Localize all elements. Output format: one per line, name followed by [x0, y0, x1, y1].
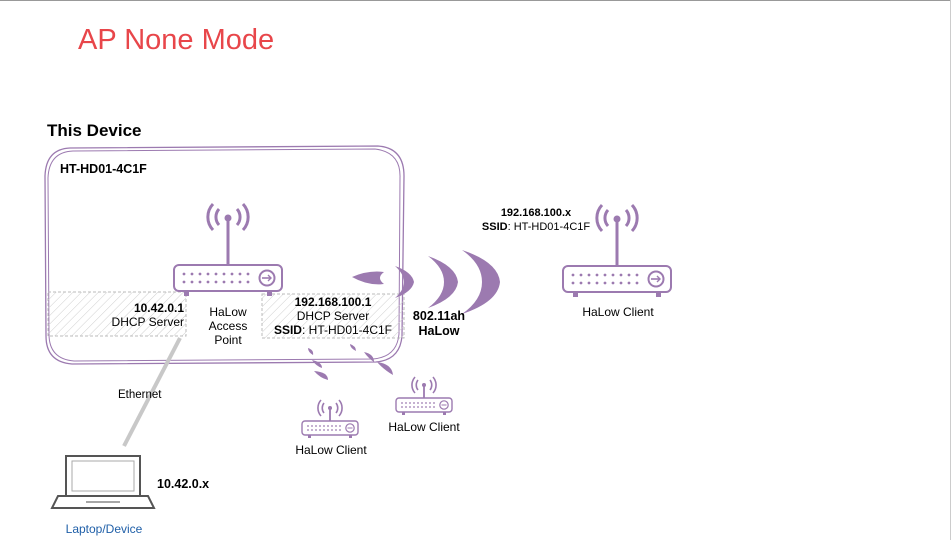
client-router-2 [395, 376, 453, 416]
link-standard: 802.11ah [412, 309, 466, 323]
halow-dhcp-region [261, 293, 405, 339]
eth-dhcp-label: 10.42.0.1 DHCP Server [104, 301, 184, 329]
remote-ssid-value: : HT-HD01-4C1F [507, 221, 591, 233]
laptop-ip: 10.42.0.x [157, 477, 210, 491]
top-border [0, 0, 951, 1]
link-label: 802.11ah HaLow [404, 309, 474, 339]
small-wave-icon-1 [308, 348, 328, 380]
remote-client-label: HaLow Client [582, 305, 654, 319]
client-1-label: HaLow Client [295, 443, 367, 457]
ap-label-line1: HaLow [209, 305, 247, 319]
link-name: HaLow [418, 324, 460, 338]
eth-dhcp-role: DHCP Server [111, 315, 184, 329]
halow-dhcp-ssid: SSID: HT-HD01-4C1F [268, 323, 398, 337]
halow-dhcp-ip: 192.168.100.1 [294, 295, 372, 309]
halow-ssid-key: SSID [273, 323, 302, 337]
eth-dhcp-region [47, 291, 187, 337]
halow-wave-icon [352, 250, 500, 314]
ap-label-line2: Access [208, 319, 248, 333]
small-wave-icon-2 [350, 344, 393, 375]
device-name: HT-HD01-4C1F [60, 162, 147, 176]
ethernet-label: Ethernet [118, 389, 162, 401]
eth-dhcp-ip: 10.42.0.1 [133, 301, 184, 315]
remote-client-ip: 192.168.100.x [500, 207, 572, 219]
ap-label: HaLow Access Point [198, 305, 258, 347]
client-router-1 [301, 399, 359, 439]
page-title: AP None Mode [78, 24, 275, 56]
remote-client-ssid: SSID: HT-HD01-4C1F [470, 220, 602, 234]
halow-ssid-value: : HT-HD01-4C1F [301, 323, 393, 337]
halow-dhcp-role: DHCP Server [296, 309, 370, 323]
laptop-icon [50, 455, 156, 509]
section-heading: This Device [47, 121, 142, 140]
ethernet-cable [122, 337, 182, 447]
remote-ssid-key: SSID [481, 221, 508, 233]
access-point-router [172, 202, 284, 298]
remote-client-info: 192.168.100.x SSID: HT-HD01-4C1F [470, 206, 602, 234]
laptop-label: Laptop/Device [65, 522, 143, 536]
halow-dhcp-label: 192.168.100.1 DHCP Server SSID: HT-HD01-… [268, 295, 398, 337]
client-2-label: HaLow Client [388, 420, 460, 434]
ap-label-line3: Point [214, 333, 242, 347]
